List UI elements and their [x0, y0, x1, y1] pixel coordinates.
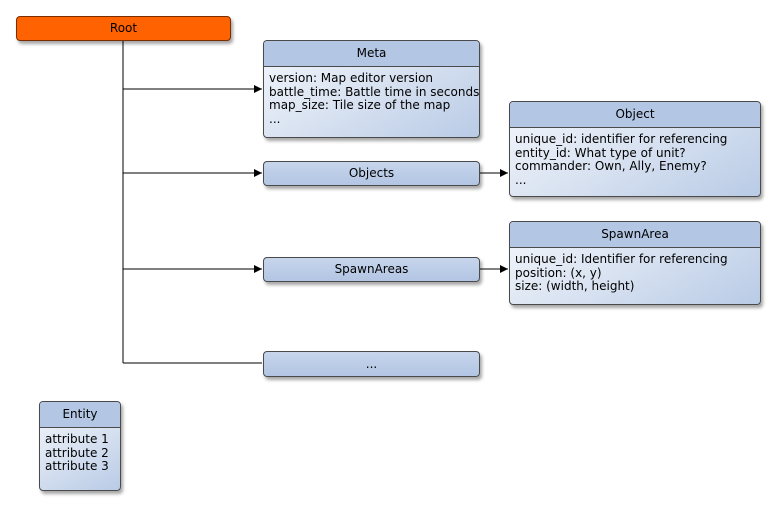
legend-attr-2: attribute 2 [45, 445, 109, 460]
more-label: ... [365, 357, 378, 371]
spawnarea-entity[interactable]: SpawnArea unique_id: Identifier for refe… [509, 221, 761, 305]
meta-attr-more: ... [269, 111, 281, 126]
objects-label: Objects [348, 166, 395, 180]
spawnarea-attr-size: size: (width, height) [515, 279, 635, 293]
spawnareas-label: SpawnAreas [334, 262, 409, 276]
meta-attr-version: version: Map editor version [269, 71, 434, 85]
meta-title: Meta [264, 41, 479, 67]
more-node[interactable]: ... [263, 351, 480, 377]
spawnareas-node[interactable]: SpawnAreas [263, 257, 480, 282]
meta-entity[interactable]: Meta version: Map editor version battle_… [263, 40, 480, 138]
legend-title: Entity [40, 402, 120, 428]
spawnarea-attr-position: position: (x, y) [515, 265, 602, 280]
object-entity[interactable]: Object unique_id: identifier for referen… [509, 101, 761, 197]
root-label: Root [109, 21, 138, 35]
object-attributes: unique_id: identifier for referencing en… [510, 128, 760, 187]
object-attr-commander: commander: Own, Ally, Enemy? [515, 159, 707, 173]
root-node[interactable]: Root [16, 16, 231, 41]
legend-attr-3: attribute 3 [45, 459, 109, 473]
spawnarea-attributes: unique_id: Identifier for referencing po… [510, 248, 760, 294]
object-attr-more: ... [515, 172, 527, 187]
spawnarea-title: SpawnArea [510, 222, 760, 248]
objects-node[interactable]: Objects [263, 161, 480, 186]
meta-attr-battle-time: battle_time: Battle time in seconds [269, 84, 480, 99]
object-attr-unique-id: unique_id: identifier for referencing [515, 132, 728, 146]
legend-attributes: attribute 1 attribute 2 attribute 3 [40, 428, 120, 474]
legend-attr-1: attribute 1 [45, 432, 109, 446]
spawnarea-attr-unique-id: unique_id: Identifier for referencing [515, 252, 728, 266]
legend-entity[interactable]: Entity attribute 1 attribute 2 attribute… [39, 401, 121, 491]
object-attr-entity-id: entity_id: What type of unit? [515, 145, 686, 160]
object-title: Object [510, 102, 760, 128]
meta-attr-map-size: map_size: Tile size of the map [269, 98, 451, 112]
meta-attributes: version: Map editor version battle_time:… [264, 67, 479, 126]
